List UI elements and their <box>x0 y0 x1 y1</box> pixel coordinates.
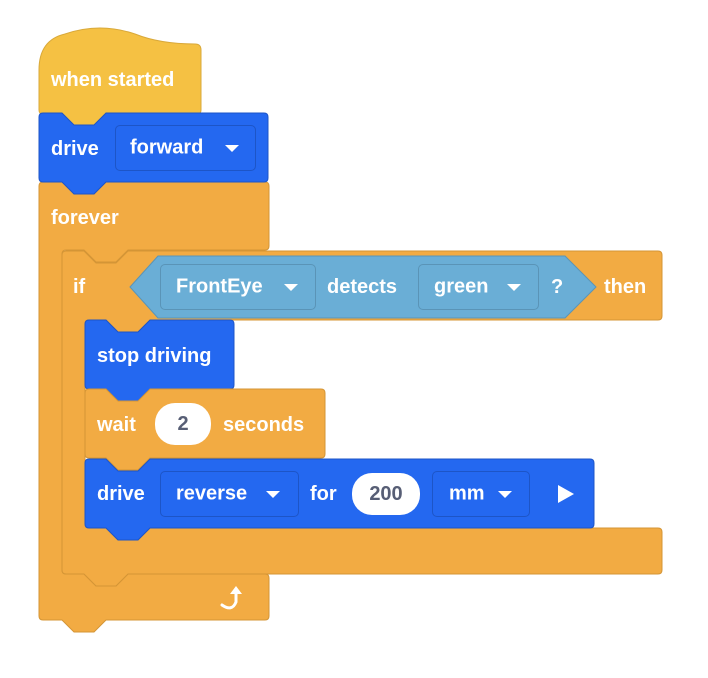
unit-value: mm <box>449 482 485 505</box>
chevron-down-icon <box>498 491 512 498</box>
distance-input[interactable]: 200 <box>352 473 420 515</box>
chevron-down-icon <box>266 491 280 498</box>
if-label: if <box>73 276 86 298</box>
drive-label: drive <box>97 483 145 505</box>
question-mark: ? <box>551 276 564 298</box>
direction-dropdown[interactable]: forward <box>115 125 256 171</box>
wait-seconds-input[interactable]: 2 <box>155 403 211 445</box>
chevron-down-icon <box>507 284 521 291</box>
for-label: for <box>310 483 337 505</box>
chevron-down-icon <box>225 145 239 152</box>
direction-value: reverse <box>176 482 248 505</box>
direction-dropdown[interactable]: reverse <box>160 471 299 517</box>
forever-label: forever <box>51 207 119 229</box>
detects-label: detects <box>327 276 398 298</box>
drive-label: drive <box>51 138 99 160</box>
color-dropdown[interactable]: green <box>418 264 539 310</box>
loop-arrow-icon <box>220 586 242 610</box>
when-started-label: when started <box>51 69 175 91</box>
sensor-value: FrontEye <box>176 275 263 298</box>
wait-label: wait <box>97 414 136 436</box>
chevron-down-icon <box>284 284 298 291</box>
unit-dropdown[interactable]: mm <box>432 471 530 517</box>
play-icon[interactable] <box>558 485 574 503</box>
then-label: then <box>604 276 647 298</box>
seconds-label: seconds <box>223 414 305 436</box>
color-value: green <box>434 275 489 298</box>
stop-driving-label: stop driving <box>97 345 212 367</box>
sensor-dropdown[interactable]: FrontEye <box>160 264 316 310</box>
direction-value: forward <box>130 136 204 159</box>
